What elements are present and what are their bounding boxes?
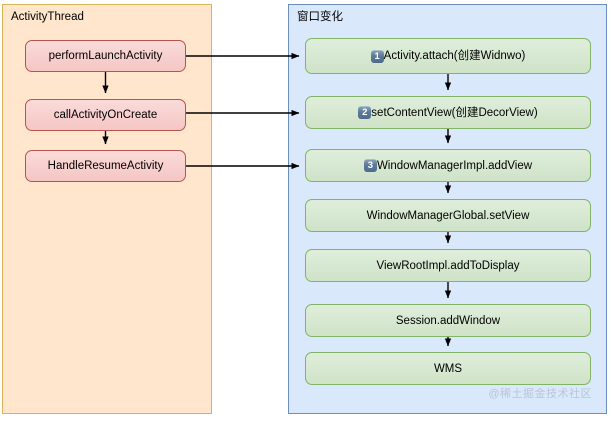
node-label: setContentView(创建DecorView) [371,106,538,119]
node-wms[interactable]: WMS [305,352,591,385]
node-label: Session.addWindow [395,314,501,327]
node-handle-resume-activity[interactable]: HandleResumeActivity [25,150,186,182]
node-label: HandleResumeActivity [47,160,164,172]
step-badge-2: 2 [358,106,372,119]
node-perform-launch-activity[interactable]: performLaunchActivity [25,40,186,72]
swimlane-title-window-change: 窗口变化 [297,11,343,23]
node-window-manager-global-setview[interactable]: WindowManagerGlobal.setView [305,199,591,232]
node-call-activity-on-create[interactable]: callActivityOnCreate [25,99,186,131]
node-view-root-impl-addtodisplay[interactable]: ViewRootImpl.addToDisplay [305,249,591,282]
step-badge-1: 1 [370,49,384,63]
watermark: @稀土掘金技术社区 [488,388,592,400]
node-label: WMS [433,362,463,375]
node-label: performLaunchActivity [48,50,163,62]
swimlane-activity-thread: ActivityThread [2,4,212,414]
node-label: callActivityOnCreate [53,109,158,121]
node-label: WindowManagerImpl.addView [376,159,533,172]
step-badge-3: 3 [363,159,377,172]
swimlane-title-activity-thread: ActivityThread [11,11,84,23]
node-label: WindowManagerGlobal.setView [366,209,530,222]
node-session-addwindow[interactable]: Session.addWindow [305,304,591,337]
node-label: ViewRootImpl.addToDisplay [376,259,520,272]
node-label: Activity.attach(创建Widnwo) [383,50,526,62]
